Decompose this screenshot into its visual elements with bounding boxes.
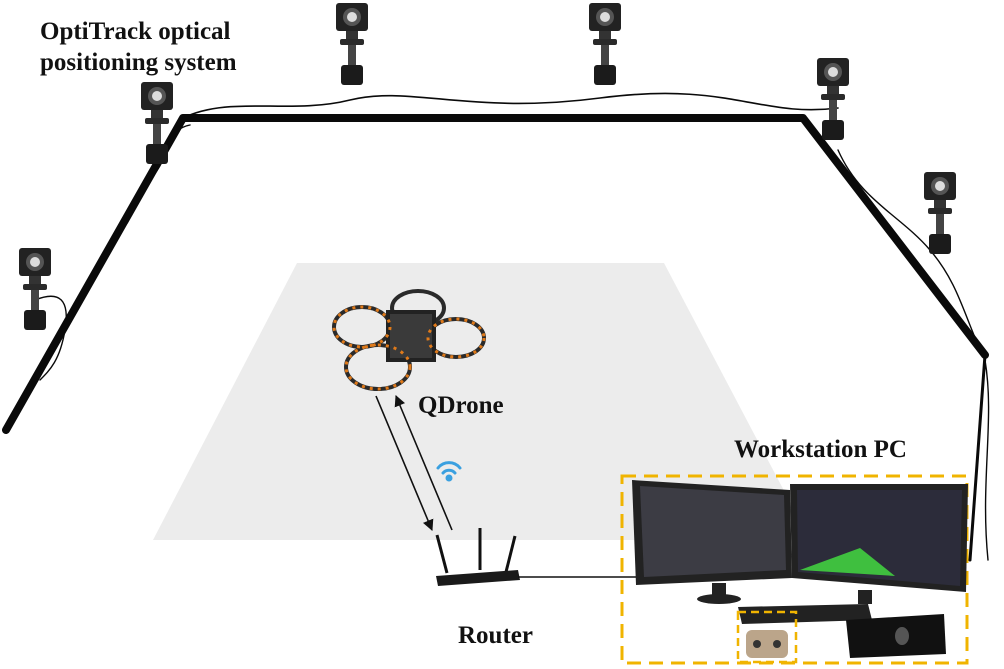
- remote-controller-icon: [736, 610, 798, 664]
- optitrack-label-line1: OptiTrack optical: [40, 18, 231, 45]
- keyboard-icon: [738, 604, 872, 624]
- mouse-icon: [895, 627, 909, 645]
- camera-5-icon: [817, 58, 849, 140]
- uplink-arrow: [375, 395, 434, 532]
- monitor-left-icon: [632, 480, 792, 604]
- optitrack-label-line2: positioning system: [40, 49, 237, 76]
- qdrone-label: QDrone: [418, 392, 504, 419]
- router-icon: [435, 528, 520, 586]
- workstation-label: Workstation PC: [734, 436, 907, 463]
- optitrack-label: OptiTrack optical positioning system: [40, 16, 237, 78]
- drone-icon: [332, 289, 486, 391]
- router-label: Router: [458, 622, 533, 649]
- floor-area: [153, 263, 810, 540]
- downlink-arrow: [394, 394, 453, 531]
- camera-3-icon: [336, 3, 368, 85]
- camera-6-icon: [924, 172, 956, 254]
- monitor-right-icon: [790, 484, 968, 604]
- camera-4-icon: [589, 3, 621, 85]
- mouse-pad-icon: [846, 614, 946, 658]
- camera-1-icon: [19, 248, 51, 330]
- wifi-icon: [436, 461, 462, 482]
